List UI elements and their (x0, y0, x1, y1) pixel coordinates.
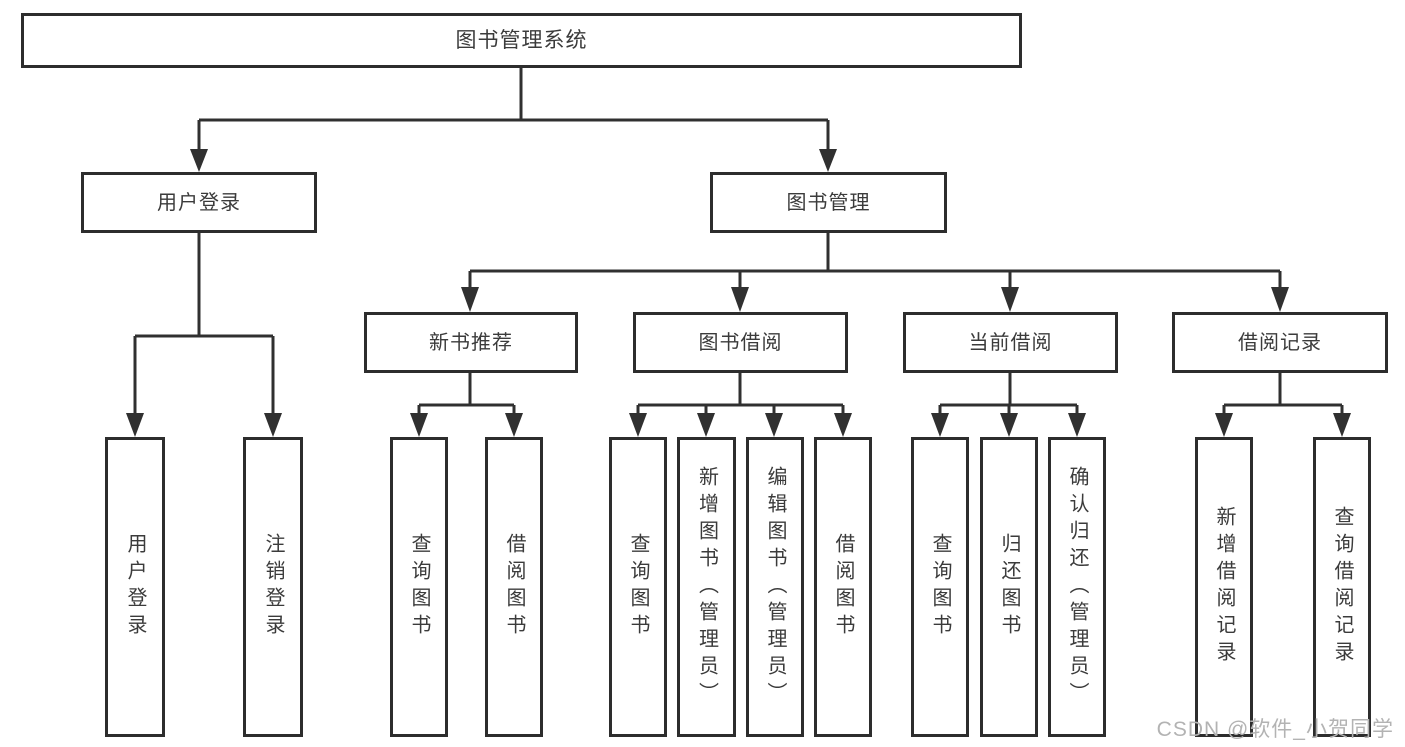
leaf-edit-books-admin: 编辑图书（管理员） (746, 437, 804, 737)
leaf-query-books-current: 查询图书 (911, 437, 969, 737)
leaf-borrow-books: 借阅图书 (814, 437, 872, 737)
node-book-management: 图书管理 (710, 172, 947, 233)
leaf-add-books-admin: 新增图书（管理员） (677, 437, 736, 737)
leaf-query-books-borrow: 查询图书 (609, 437, 667, 737)
node-borrowing-records: 借阅记录 (1172, 312, 1388, 373)
node-user-login: 用户登录 (81, 172, 317, 233)
leaf-query-books-recommend: 查询图书 (390, 437, 448, 737)
csdn-watermark: CSDN @软件_小贺同学 (1156, 718, 1394, 741)
leaf-logout: 注销登录 (243, 437, 303, 737)
leaf-user-login: 用户登录 (105, 437, 165, 737)
node-current-borrowing: 当前借阅 (903, 312, 1118, 373)
node-new-book-recommendation: 新书推荐 (364, 312, 578, 373)
leaf-query-borrow-record: 查询借阅记录 (1313, 437, 1371, 737)
leaf-return-books: 归还图书 (980, 437, 1038, 737)
node-book-borrowing: 图书借阅 (633, 312, 848, 373)
node-library-management-system: 图书管理系统 (21, 13, 1022, 68)
leaf-add-borrow-record: 新增借阅记录 (1195, 437, 1253, 737)
leaf-borrow-books-recommend: 借阅图书 (485, 437, 543, 737)
leaf-confirm-return-admin: 确认归还（管理员） (1048, 437, 1106, 737)
